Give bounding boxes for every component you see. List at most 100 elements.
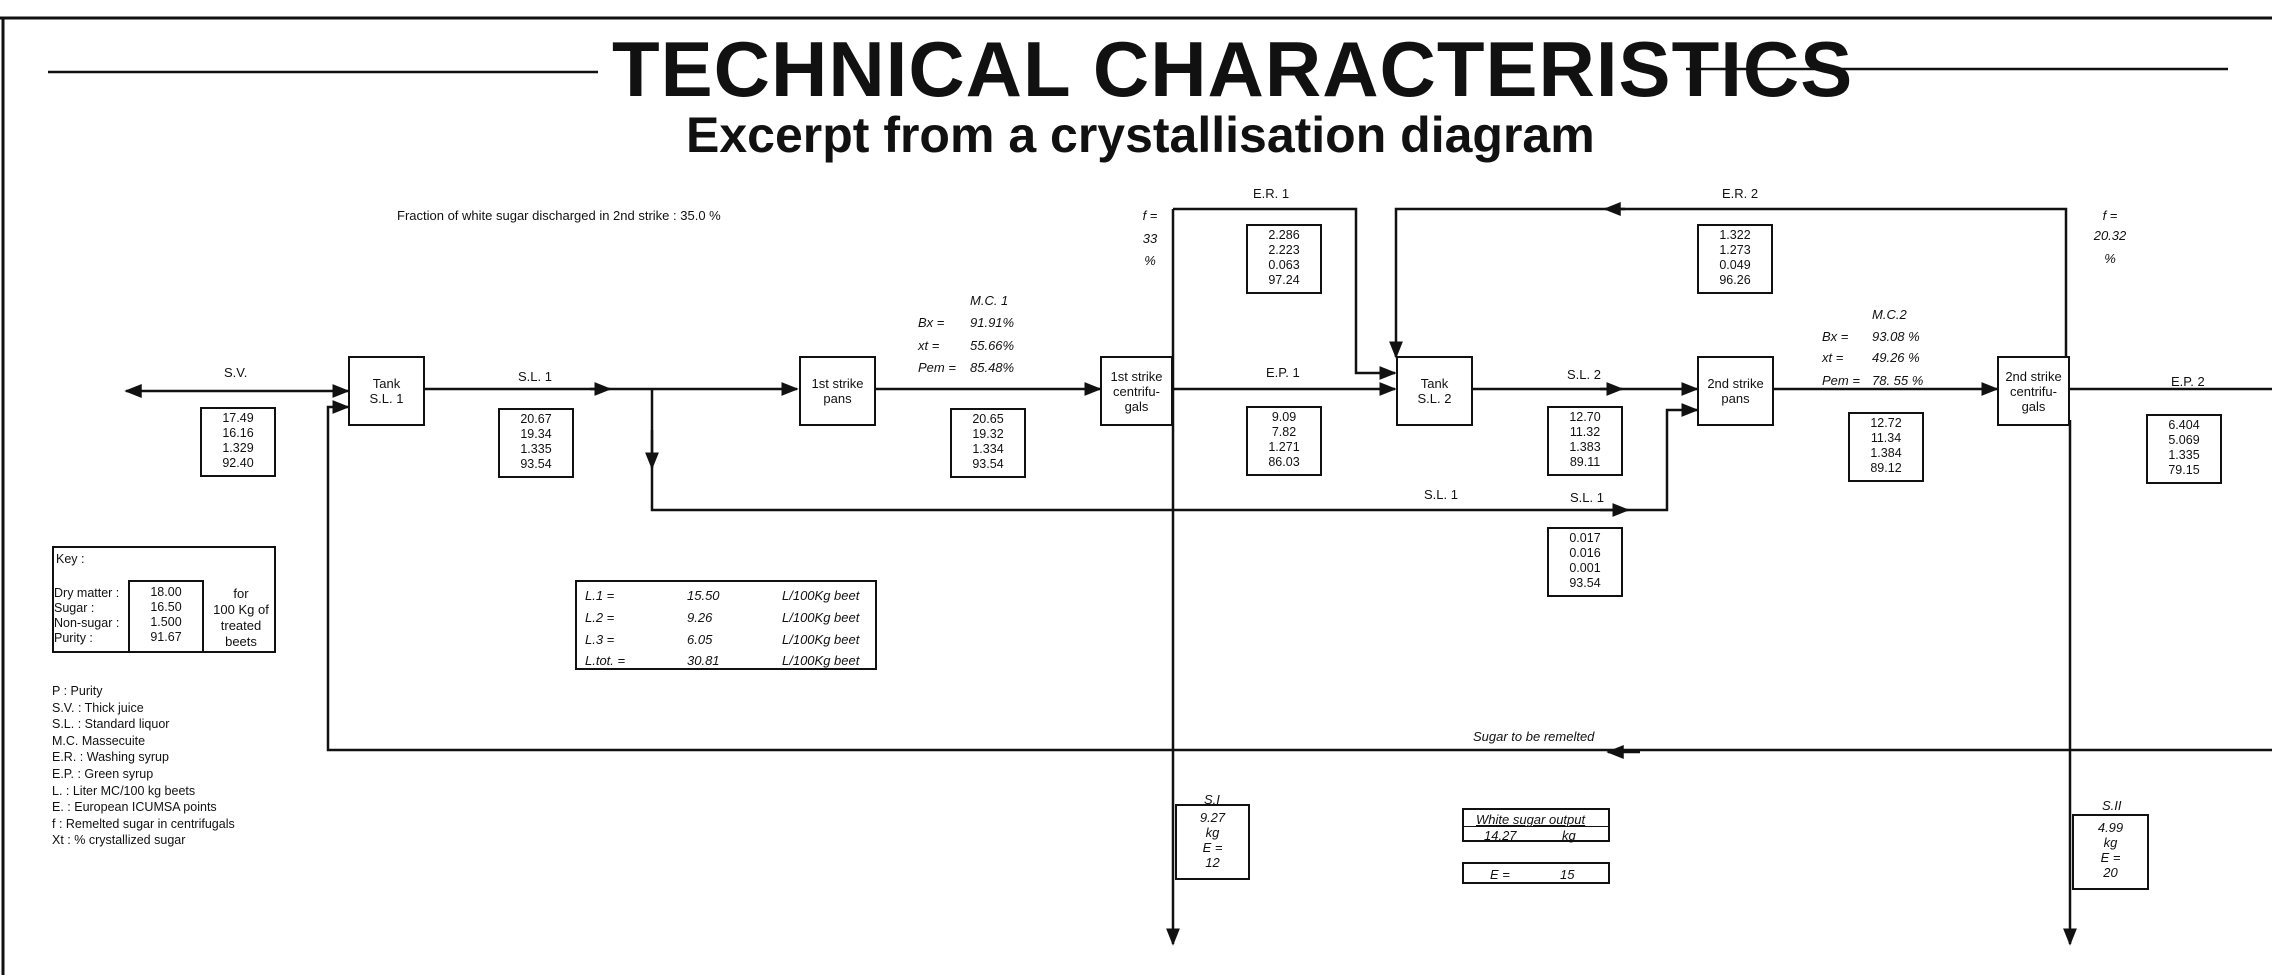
sl1-label: S.L. 1 bbox=[518, 369, 552, 384]
sl1b-value: 93.54 bbox=[1569, 576, 1601, 590]
s2-box: 4.99 kg E = 20 bbox=[2072, 814, 2149, 890]
ep2-value: 6.404 bbox=[2168, 418, 2200, 432]
s1-title: S.I bbox=[1204, 792, 1220, 807]
l-unit: L/100Kg beet bbox=[782, 610, 860, 625]
key-name: Non-sugar : bbox=[54, 616, 120, 630]
mc1-pem-value: 85.48% bbox=[970, 360, 1015, 375]
sl1-value: 20.67 bbox=[520, 412, 552, 426]
legend-item: E. : European ICUMSA points bbox=[52, 800, 217, 815]
key-values: 18.00 16.50 1.500 91.67 bbox=[128, 580, 204, 653]
second-strike-pans-unit: 2nd strike pans bbox=[1697, 356, 1774, 426]
key-value: 91.67 bbox=[150, 630, 182, 644]
white-sugar-e-label: E = bbox=[1490, 867, 1510, 882]
remelt-line bbox=[326, 400, 2272, 752]
l-unit: L/100Kg beet bbox=[782, 653, 860, 668]
pans1-line1: 1st strike bbox=[811, 376, 864, 391]
white-sugar-value: 14.27 bbox=[1484, 828, 1517, 843]
abbreviation-legend: P : Purity S.V. : Thick juice S.L. : Sta… bbox=[52, 683, 235, 849]
pans1-line2: pans bbox=[823, 391, 852, 406]
key-name: Purity : bbox=[54, 631, 93, 645]
er1-value: 2.223 bbox=[1268, 243, 1300, 257]
l-table-row: L.tot. = 30.81 L/100Kg beet bbox=[577, 653, 875, 669]
pans2-line2: pans bbox=[1721, 391, 1750, 406]
mc2-pem-value: 78. 55 % bbox=[1872, 373, 1924, 388]
l-value: 6.05 bbox=[687, 632, 713, 647]
first-strike-centrifugals-unit: 1st strike centrifu- gals bbox=[1100, 356, 1173, 426]
mc2-values-box: 12.72 11.34 1.384 89.12 bbox=[1848, 412, 1924, 482]
l-value: 9.26 bbox=[687, 610, 713, 625]
mc1-bx-value: 91.91% bbox=[970, 315, 1015, 330]
l-name: L.3 = bbox=[585, 632, 615, 647]
sl1-value: 1.335 bbox=[520, 442, 552, 456]
s1-box: 9.27 kg E = 12 bbox=[1175, 804, 1250, 880]
mc2-value: 11.34 bbox=[1870, 431, 1902, 445]
white-sugar-e-value: 15 bbox=[1560, 867, 1575, 882]
er2-line bbox=[1389, 207, 2068, 370]
sv-value: 16.16 bbox=[222, 426, 254, 440]
er2-value: 1.273 bbox=[1719, 243, 1751, 257]
sv-value: 92.40 bbox=[222, 456, 254, 470]
l-unit: L/100Kg beet bbox=[782, 588, 860, 603]
legend-item: S.V. : Thick juice bbox=[52, 700, 144, 715]
l-table: L.1 = 15.50 L/100Kg beet L.2 = 9.26 L/10… bbox=[575, 580, 877, 670]
s1-e-value: 12 bbox=[1205, 855, 1220, 870]
sl1-return-label-b: S.L. 1 bbox=[1570, 490, 1604, 505]
mc2-pem-label: Pem = bbox=[1822, 373, 1860, 388]
s2-value: 4.99 bbox=[2097, 820, 2124, 835]
l-value: 30.81 bbox=[687, 653, 720, 668]
key-value: 16.50 bbox=[150, 600, 182, 614]
pans2-line1: 2nd strike bbox=[1707, 376, 1764, 391]
sl2-value: 12.70 bbox=[1569, 410, 1601, 424]
s2-unit: kg bbox=[2103, 835, 2118, 850]
remelt-label: Sugar to be remelted bbox=[1473, 729, 1595, 744]
legend-item: P : Purity bbox=[52, 684, 103, 698]
tank-sl1-line1: Tank bbox=[372, 376, 401, 391]
mc2-xt-value: 49.26 % bbox=[1872, 350, 1920, 365]
mc2-title: M.C.2 bbox=[1872, 307, 1907, 322]
key-name: Dry matter : bbox=[54, 586, 120, 600]
sv-value: 1.329 bbox=[222, 441, 254, 455]
mc1-values-box: 20.65 19.32 1.334 93.54 bbox=[950, 408, 1026, 478]
sl1b-value: 0.001 bbox=[1569, 561, 1601, 575]
key-name: Sugar : bbox=[54, 601, 95, 615]
ep1-value: 86.03 bbox=[1268, 455, 1300, 469]
f1-unit: % bbox=[1144, 253, 1156, 268]
sv-value: 17.49 bbox=[222, 411, 254, 425]
s2-e-label: E = bbox=[2100, 850, 2121, 865]
f2-label: f = bbox=[2102, 208, 2118, 223]
ep1-value: 7.82 bbox=[1271, 425, 1297, 439]
key-title: Key : bbox=[56, 552, 85, 566]
s2-e-value: 20 bbox=[2103, 865, 2118, 880]
centri1-line1: 1st strike bbox=[1110, 368, 1163, 384]
tank-sl2-line1: Tank bbox=[1420, 376, 1449, 391]
mc2-value: 12.72 bbox=[1870, 416, 1902, 430]
er2-value: 1.322 bbox=[1719, 228, 1751, 242]
s1-unit: kg bbox=[1205, 825, 1220, 840]
second-strike-centrifugals-unit: 2nd strike centrifu- gals bbox=[1997, 356, 2070, 426]
first-strike-pans-unit: 1st strike pans bbox=[799, 356, 876, 426]
white-sugar-divider bbox=[1464, 826, 1608, 827]
f1-label: f = bbox=[1142, 208, 1158, 223]
ep1-values-box: 9.09 7.82 1.271 86.03 bbox=[1246, 406, 1322, 476]
ep2-value: 1.335 bbox=[2168, 448, 2200, 462]
sl2-value: 89.11 bbox=[1569, 455, 1601, 469]
legend-item: Xt : % crystallized sugar bbox=[52, 833, 186, 848]
er2-value: 96.26 bbox=[1719, 273, 1751, 287]
er1-value: 2.286 bbox=[1268, 228, 1300, 242]
legend-item: M.C. Massecuite bbox=[52, 733, 146, 748]
ep1-value: 9.09 bbox=[1271, 410, 1297, 424]
mc2-bx-value: 93.08 % bbox=[1872, 329, 1920, 344]
sl1b-values-box: 0.017 0.016 0.001 93.54 bbox=[1547, 527, 1623, 597]
l-table-row: L.1 = 15.50 L/100Kg beet bbox=[577, 588, 875, 604]
mc1-xt-value: 55.66% bbox=[970, 338, 1015, 353]
sl2-value: 11.32 bbox=[1569, 425, 1601, 439]
fraction-note: Fraction of white sugar discharged in 2n… bbox=[397, 208, 721, 223]
sl1b-value: 0.016 bbox=[1569, 546, 1601, 560]
er1-value: 0.063 bbox=[1268, 258, 1300, 272]
ep1-value: 1.271 bbox=[1268, 440, 1300, 454]
er1-value: 97.24 bbox=[1268, 273, 1300, 287]
l-name: L.1 = bbox=[585, 588, 615, 603]
sl1-value: 93.54 bbox=[520, 457, 552, 471]
tank-sl1-unit: Tank S.L. 1 bbox=[348, 356, 425, 426]
